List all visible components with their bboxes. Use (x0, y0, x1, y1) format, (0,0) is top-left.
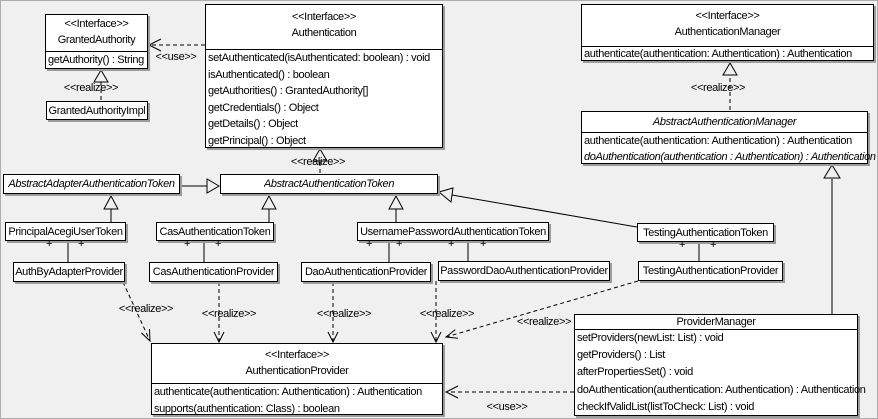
class-authentication-provider: <<Interface>> AuthenticationProvider aut… (151, 343, 443, 415)
association-plus: + (77, 238, 85, 250)
class-name: AbstractAuthenticationToken (263, 178, 395, 190)
class-name: GrantedAuthorityImpl (48, 104, 146, 117)
class-name: TestingAuthenticationToken (643, 226, 768, 239)
method: getProviders() : List (577, 349, 666, 362)
method: authenticate(authentication: Authenticat… (584, 135, 852, 147)
class-name: AuthenticationManager (674, 26, 781, 38)
realize-label: <<realize>> (201, 308, 257, 320)
class-name: CasAuthenticationToken (159, 225, 271, 238)
association-plus: + (183, 238, 191, 250)
class-name: PasswordDaoAuthenticationProvider (440, 265, 608, 277)
class-name: AuthByAdapterProvider (15, 266, 123, 278)
class-name: CasAuthenticationProvider (152, 266, 275, 278)
class-name: TestingAuthenticationProvider (642, 265, 779, 277)
use-label: <<use>> (155, 51, 197, 63)
method: afterPropertiesSet() : void (577, 366, 693, 379)
class-granted-authority-impl: GrantedAuthorityImpl (46, 101, 148, 120)
realize-label: <<realize>> (316, 308, 372, 320)
class-password-dao-authentication-provider: PasswordDaoAuthenticationProvider (438, 261, 610, 281)
method: authenticate(authentication: Authenticat… (154, 386, 422, 398)
class-authentication: <<Interface>> Authentication setAuthenti… (205, 4, 443, 148)
association-plus: + (365, 238, 373, 250)
class-authentication-manager: <<Interface>> AuthenticationManager auth… (581, 4, 874, 61)
class-auth-by-adapter-provider: AuthByAdapterProvider (13, 262, 125, 282)
class-testing-authentication-provider: TestingAuthenticationProvider (638, 261, 783, 281)
stereotype-label: <<Interface>> (64, 18, 129, 30)
class-name: AbstractAuthenticationManager (652, 116, 797, 128)
association-plus: + (395, 238, 403, 250)
association-plus: + (214, 238, 222, 250)
class-username-password-authentication-token: UsernamePasswordAuthenticationToken (357, 222, 549, 241)
association-plus: + (479, 238, 487, 250)
method: getAuthority() : String (48, 54, 144, 66)
method: doAuthentication(authentication : Authen… (584, 151, 876, 163)
association-plus: + (709, 239, 717, 251)
class-name: Authentication (291, 27, 357, 39)
method: getPrincipal() : Object (208, 134, 306, 147)
method: getDetails() : Object (208, 118, 298, 131)
association-plus: + (678, 239, 686, 251)
realize-label: <<realize>> (419, 308, 475, 320)
class-granted-authority: <<Interface>> GrantedAuthority getAuthor… (45, 14, 148, 69)
method: doAuthentication(authentication: Authent… (577, 383, 866, 396)
realize-label: <<realize>> (690, 82, 746, 94)
class-name: AbstractAdapterAuthenticationToken (8, 178, 175, 190)
class-principal-acegi-user-token: PrincipalAcegiUserToken (5, 222, 126, 241)
class-testing-authentication-token: TestingAuthenticationToken (637, 223, 774, 242)
class-provider-manager: ProviderManager setProviders(newList: Li… (574, 314, 866, 416)
class-name: DaoAuthenticationProvider (304, 266, 428, 278)
method: getAuthorities() : GrantedAuthority[] (208, 85, 369, 98)
method: isAuthenticated() : boolean (208, 68, 330, 81)
stereotype-label: <<Interface>> (265, 349, 329, 361)
realize-label: <<realize>> (63, 82, 119, 94)
class-name: AuthenticationProvider (245, 365, 349, 377)
method: getCredentials() : Object (208, 101, 319, 114)
method: supports(authentication: Class) : boolea… (154, 402, 340, 415)
method: checkIfValidList(listToCheck: List) : vo… (577, 400, 755, 413)
class-abstract-authentication-token: AbstractAuthenticationToken (220, 174, 438, 194)
class-name: PrincipalAcegiUserToken (8, 225, 123, 238)
method: authenticate(authentication: Authenticat… (584, 48, 852, 60)
realize-label: <<realize>> (516, 316, 572, 328)
class-name: UsernamePasswordAuthenticationToken (360, 225, 546, 238)
use-label: <<use>> (486, 401, 528, 413)
class-cas-authentication-token: CasAuthenticationToken (156, 222, 274, 241)
association-plus: + (447, 238, 455, 250)
association-plus: + (45, 238, 53, 250)
class-name: ProviderManager (676, 316, 756, 328)
class-name: GrantedAuthority (57, 34, 136, 46)
class-dao-authentication-provider: DaoAuthenticationProvider (301, 262, 431, 282)
stereotype-label: <<Interface>> (695, 10, 760, 22)
method: setProviders(newList: List) : void (577, 332, 724, 344)
realize-label: <<realize>> (290, 156, 346, 168)
method: setAuthenticated(isAuthenticated: boolea… (208, 52, 430, 64)
realize-label: <<realize>> (118, 303, 174, 315)
class-cas-authentication-provider: CasAuthenticationProvider (149, 262, 278, 282)
class-abstract-authentication-manager: AbstractAuthenticationManager authentica… (581, 111, 876, 164)
stereotype-label: <<Interface>> (292, 11, 356, 23)
class-abstract-adapter-authentication-token: AbstractAdapterAuthenticationToken (3, 174, 180, 194)
